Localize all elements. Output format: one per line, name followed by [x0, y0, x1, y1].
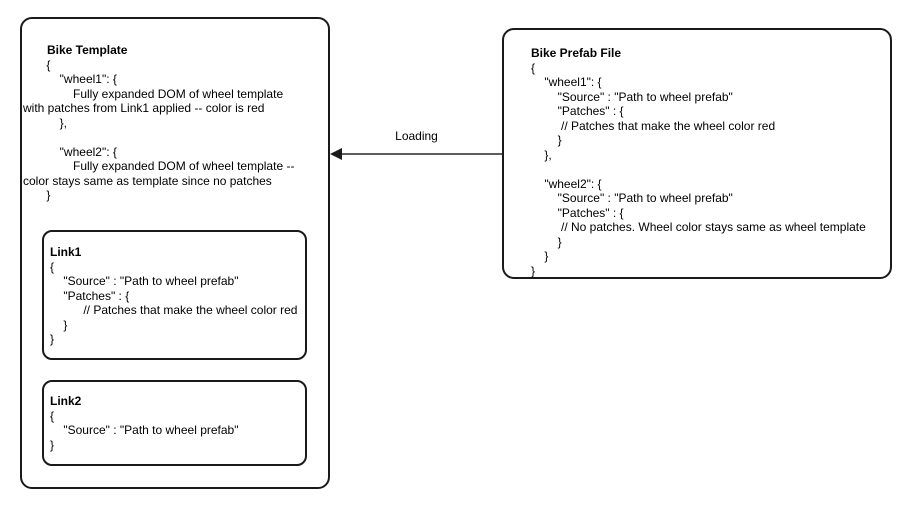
- bike-template-code: { "wheel1": { Fully expanded DOM of whee…: [23, 57, 295, 203]
- link1-box: Link1 { "Source" : "Path to wheel prefab…: [42, 230, 307, 360]
- bike-prefab-file-box: Bike Prefab File { "wheel1": { "Source" …: [502, 28, 892, 279]
- bike-prefab-file-code: { "wheel1": { "Source" : "Path to wheel …: [531, 60, 866, 278]
- link2-box: Link2 { "Source" : "Path to wheel prefab…: [42, 380, 307, 466]
- link2-title: Link2: [50, 394, 82, 408]
- bike-prefab-file-title: Bike Prefab File: [531, 46, 622, 60]
- loading-label: Loading: [395, 129, 438, 143]
- arrow-head-icon: [330, 148, 342, 160]
- bike-template-box: Bike Template { "wheel1": { Fully expand…: [20, 17, 330, 489]
- link2-code: { "Source" : "Path to wheel prefab" }: [50, 408, 239, 452]
- bike-template-title: Bike Template: [47, 43, 128, 57]
- arrow-line: [339, 153, 502, 155]
- link1-code: { "Source" : "Path to wheel prefab" "Pat…: [50, 259, 298, 347]
- link1-title: Link1: [50, 245, 82, 259]
